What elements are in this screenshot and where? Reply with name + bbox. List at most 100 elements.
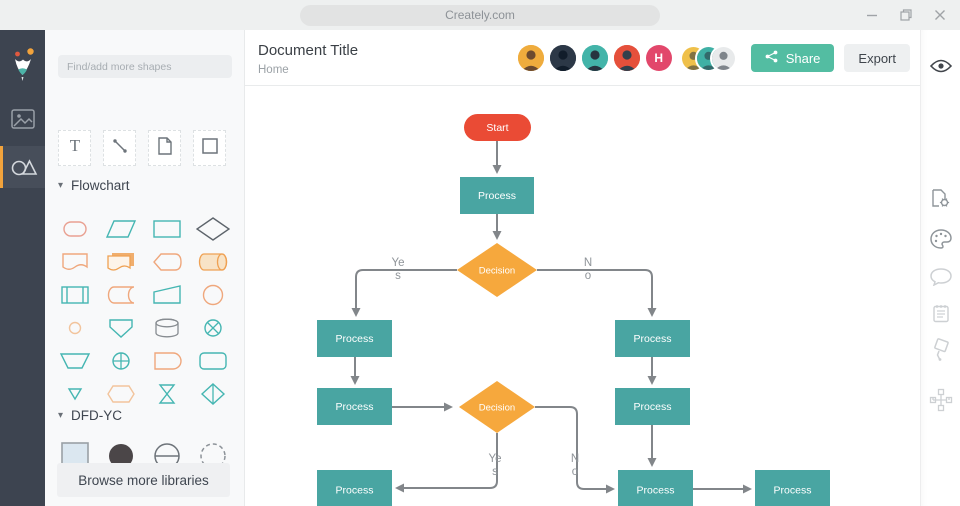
- avatar[interactable]: [549, 45, 576, 71]
- process-node: [755, 470, 830, 506]
- edge-label: s: [492, 466, 498, 478]
- triangle-down-shape[interactable]: [52, 377, 98, 410]
- circle-shape[interactable]: [190, 278, 236, 311]
- node-label: Process: [774, 485, 812, 497]
- process-node: [317, 320, 392, 357]
- parallelogram-shape[interactable]: [98, 212, 144, 245]
- right-rail: [920, 30, 960, 506]
- browse-libraries-button[interactable]: Browse more libraries: [57, 463, 230, 497]
- rail-item-paint-roller[interactable]: [921, 337, 960, 366]
- flow-connector[interactable]: [355, 269, 457, 310]
- document-shape[interactable]: [52, 245, 98, 278]
- flow-node-decision[interactable]: Decision: [459, 381, 535, 433]
- page-tool[interactable]: [148, 130, 181, 166]
- hexagon-shape[interactable]: [98, 377, 144, 410]
- share-icon: [765, 50, 778, 66]
- rounded-rectangle-shape[interactable]: [190, 344, 236, 377]
- edge-label: o: [585, 270, 591, 282]
- dashed-circle-shape[interactable]: [190, 438, 236, 474]
- terminator-shape[interactable]: [52, 212, 98, 245]
- rail-item-comment[interactable]: [921, 265, 960, 293]
- rail-item-image[interactable]: [0, 100, 45, 142]
- merge-shape[interactable]: [98, 311, 144, 344]
- share-button[interactable]: Share: [750, 44, 835, 72]
- rail-item-notes[interactable]: [921, 302, 960, 330]
- process-node: [317, 388, 392, 425]
- process-node: [460, 177, 534, 214]
- predefined-process-shape[interactable]: [52, 278, 98, 311]
- shapes-icon: [10, 153, 38, 182]
- flow-node-decision[interactable]: Decision: [457, 243, 537, 297]
- connector-tool-icon: [110, 136, 130, 161]
- diamond-shape[interactable]: [190, 212, 236, 245]
- rail-item-doc-settings[interactable]: [921, 186, 960, 214]
- section-header-dfd-yc[interactable]: ▾DFD-YC: [58, 408, 123, 423]
- delay-shape[interactable]: [144, 344, 190, 377]
- flow-connector[interactable]: [402, 433, 498, 489]
- multi-document-shape[interactable]: [98, 245, 144, 278]
- minimize-icon[interactable]: [866, 9, 878, 21]
- node-label: Decision: [479, 266, 515, 277]
- maximize-icon[interactable]: [900, 9, 912, 21]
- flow-node-process[interactable]: Process: [615, 320, 690, 357]
- arrowhead-icon: [492, 165, 502, 174]
- cylinder-shape[interactable]: [144, 311, 190, 344]
- flow-node-process[interactable]: Process: [618, 470, 693, 506]
- chevron-down-icon: ▾: [58, 410, 64, 421]
- flow-connector[interactable]: [537, 269, 653, 310]
- rectangle-shape[interactable]: [144, 212, 190, 245]
- search-input[interactable]: [58, 55, 232, 78]
- avatar[interactable]: [581, 45, 608, 71]
- flow-node-process[interactable]: Process: [615, 388, 690, 425]
- edge-label: Ye: [391, 257, 404, 269]
- flow-node-process[interactable]: Process: [317, 470, 392, 506]
- section-header-flowchart[interactable]: ▾Flowchart: [58, 178, 130, 193]
- edge-label: s: [395, 270, 401, 282]
- display-shape[interactable]: [144, 245, 190, 278]
- arrowhead-icon: [647, 308, 657, 317]
- flow-node-process[interactable]: Process: [755, 470, 830, 506]
- cylinder-horizontal-shape[interactable]: [190, 245, 236, 278]
- filled-circle-shape[interactable]: [98, 438, 144, 474]
- node-label: Process: [336, 333, 374, 345]
- breadcrumb-home[interactable]: Home: [258, 64, 289, 76]
- avatar-group[interactable]: [679, 44, 737, 72]
- node-label: Process: [634, 401, 672, 413]
- avatar[interactable]: [613, 45, 640, 71]
- flow-node-process[interactable]: Process: [317, 388, 392, 425]
- page-tool-icon: [155, 136, 175, 161]
- flow-node-terminator[interactable]: Start: [464, 114, 531, 141]
- svg-text:T: T: [69, 136, 80, 155]
- diamond-split-shape[interactable]: [190, 377, 236, 410]
- flow-connector[interactable]: [535, 406, 608, 490]
- address-bar[interactable]: Creately.com: [300, 5, 660, 26]
- stored-data-shape[interactable]: [98, 278, 144, 311]
- text-tool[interactable]: T: [58, 130, 91, 166]
- manual-operation-shape[interactable]: [144, 278, 190, 311]
- rail-item-palette[interactable]: [921, 227, 960, 255]
- circled-x-shape[interactable]: [190, 311, 236, 344]
- flow-node-process[interactable]: Process: [317, 320, 392, 357]
- edge-label: o: [572, 466, 578, 478]
- connector-tool[interactable]: [103, 130, 136, 166]
- trapezoid-shape[interactable]: [52, 344, 98, 377]
- text-tool-icon: T: [65, 136, 85, 161]
- hourglass-shape[interactable]: [144, 377, 190, 410]
- process-node: [618, 470, 693, 506]
- document-header: Document Title Home H Share Export: [245, 30, 920, 86]
- rectangle-tool[interactable]: [193, 130, 226, 166]
- circled-plus-shape[interactable]: [98, 344, 144, 377]
- avatar[interactable]: [517, 45, 544, 71]
- rail-item-eye[interactable]: [921, 54, 960, 82]
- close-icon[interactable]: [934, 9, 946, 21]
- creately-logo-icon[interactable]: [8, 46, 38, 84]
- flow-node-process[interactable]: Process: [460, 177, 534, 214]
- export-button[interactable]: Export: [844, 44, 910, 72]
- avatar[interactable]: H: [645, 45, 672, 71]
- small-circle-shape[interactable]: [52, 311, 98, 344]
- rail-item-shapes[interactable]: [0, 146, 45, 188]
- org-chart-icon: [929, 388, 953, 417]
- rail-item-org-chart[interactable]: [921, 388, 960, 416]
- document-title[interactable]: Document Title: [258, 42, 359, 59]
